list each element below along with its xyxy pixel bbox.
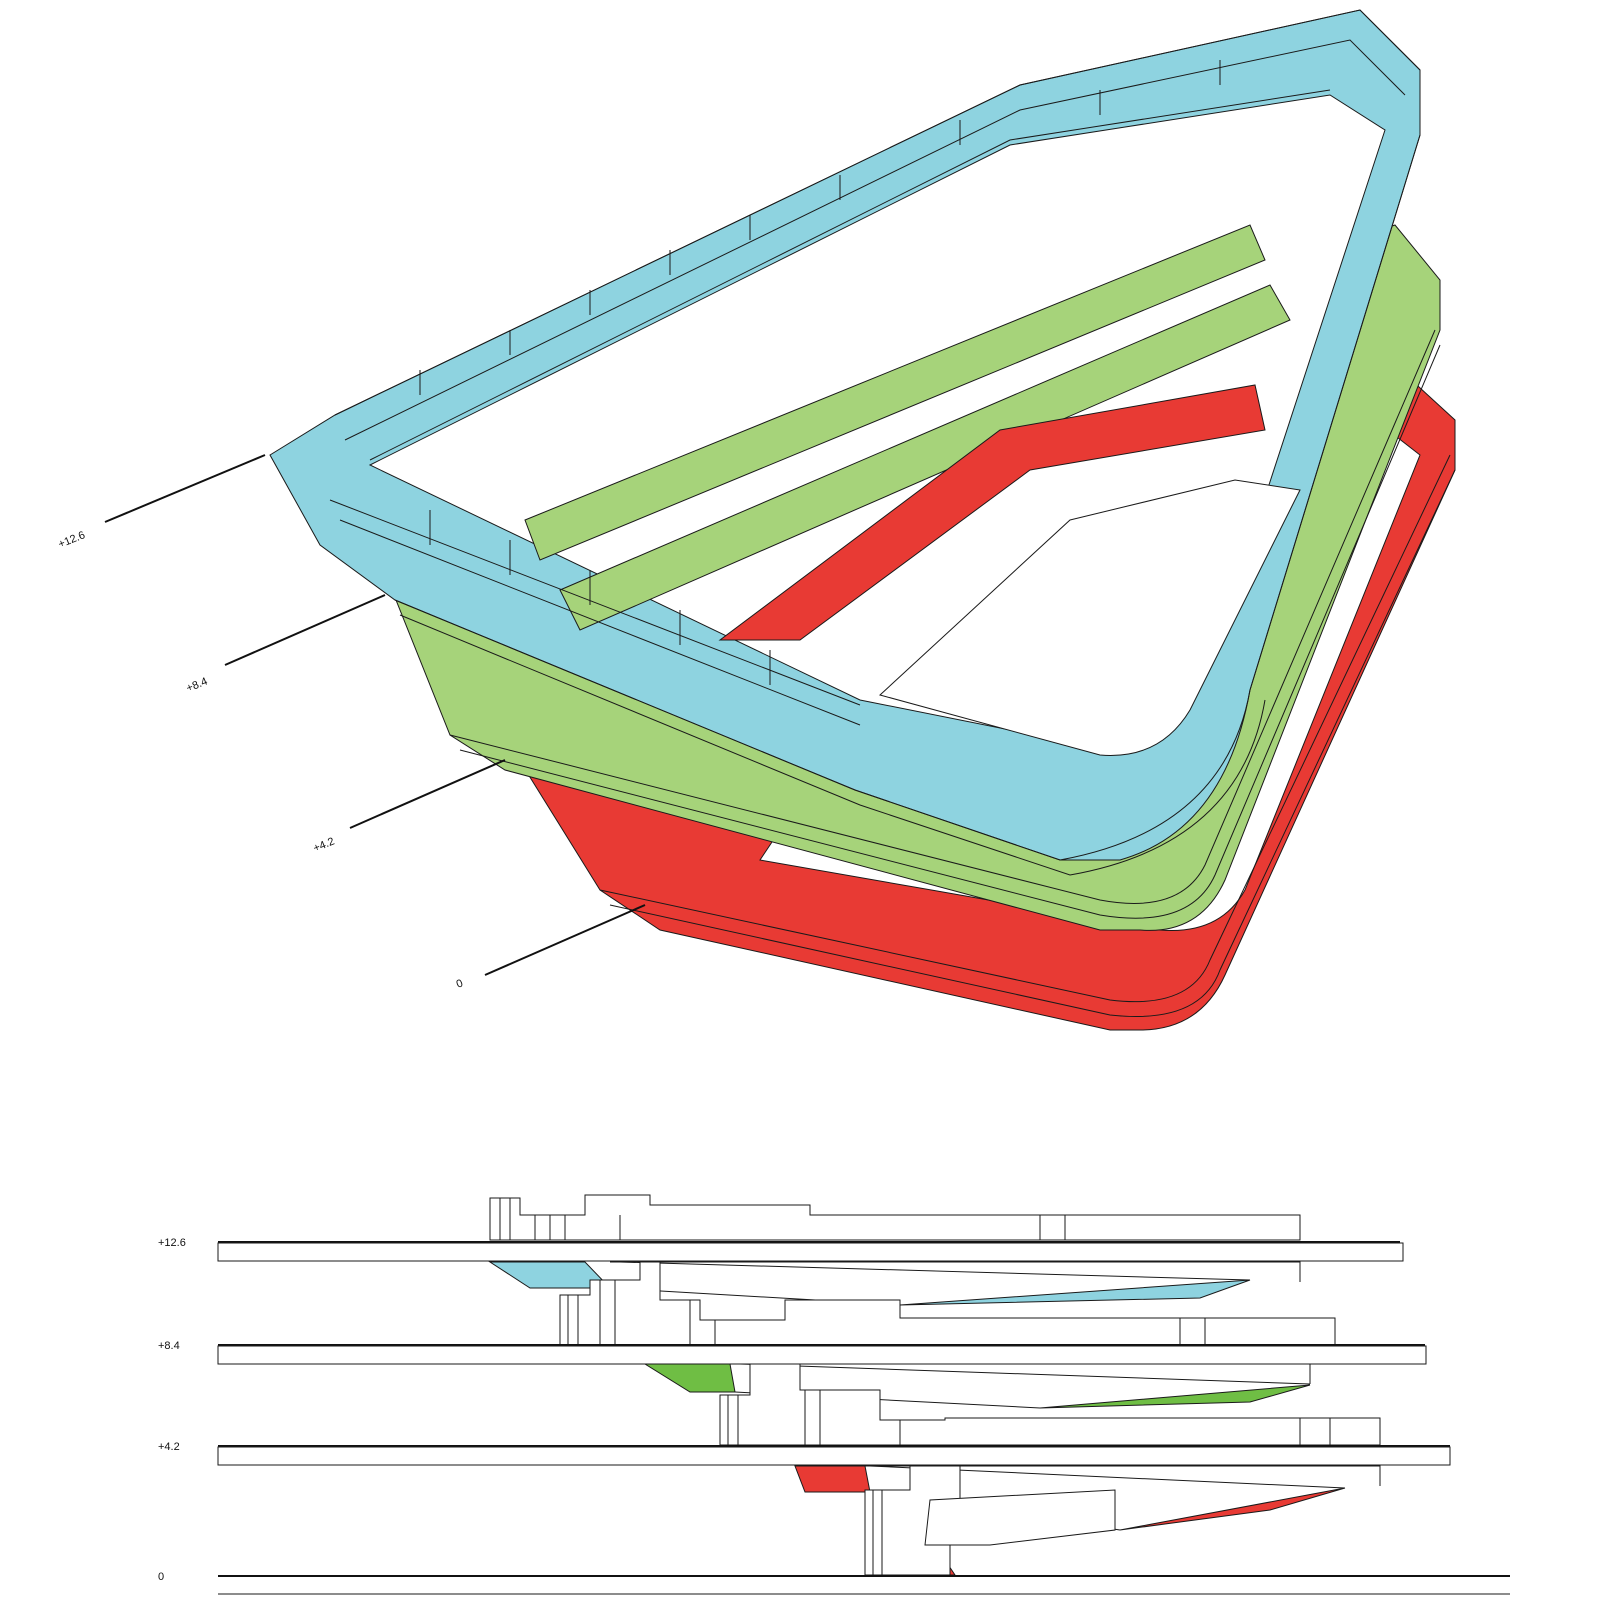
section-level-8-4: +8.4	[158, 1340, 1427, 1446]
section-level-4-2: +4.2	[158, 1441, 1451, 1576]
ring-red-inner-band-b	[718, 384, 1266, 641]
section-green-sliver	[1039, 1384, 1311, 1409]
section-blue-sliver	[899, 1279, 1251, 1306]
axon-label-0: 0	[455, 977, 465, 990]
courtyard-void	[878, 479, 1301, 756]
callout-line-8-4	[224, 594, 386, 666]
section-view: +12.6 +8.4 +4.2	[158, 1194, 1510, 1595]
callout-line-0	[484, 904, 646, 976]
callout-line-4-2	[349, 759, 506, 829]
ring-green-inner-band-a	[524, 224, 1266, 561]
ring-green-inner-band-b	[559, 284, 1291, 631]
section-label-0: 0	[158, 1571, 164, 1583]
section-level-0: 0	[158, 1571, 1510, 1595]
axon-label-4-2: +4.2	[312, 836, 337, 855]
section-green-ramp-top	[643, 1363, 736, 1393]
section-red-sliver	[1119, 1487, 1346, 1531]
callout-line-12-6	[104, 454, 266, 523]
axon-label-12-6: +12.6	[57, 529, 87, 551]
section-label-4-2: +4.2	[158, 1441, 180, 1453]
section-label-12-6: +12.6	[158, 1237, 186, 1249]
section-label-8-4: +8.4	[158, 1340, 180, 1352]
section-level-12-6: +12.6	[158, 1194, 1404, 1346]
axon-label-8-4: +8.4	[185, 676, 210, 695]
axonometric-view: +12.6 +8.4 +4.2 0	[57, 9, 1456, 1031]
section-red-ramp-top	[794, 1465, 871, 1493]
ring-level-8-4	[269, 9, 1421, 876]
